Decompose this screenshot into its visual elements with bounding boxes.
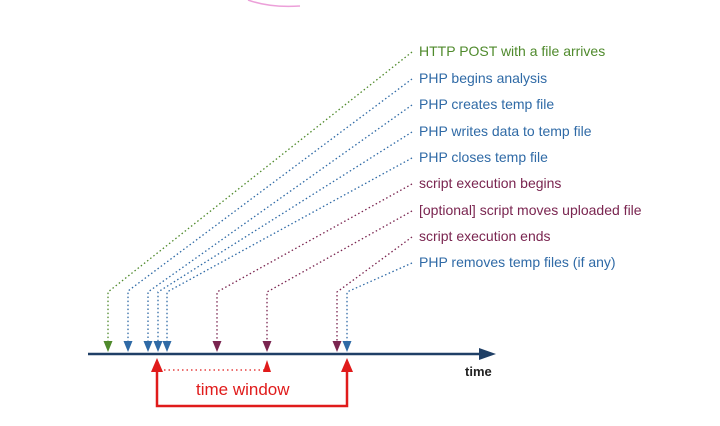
connector-lines (107, 51, 413, 341)
connector-line (147, 104, 413, 341)
time-window-dotted-segment (164, 366, 268, 371)
event-label-removes-temp: PHP removes temp files (if any) (419, 254, 616, 270)
event-label-creates-temp: PHP creates temp file (419, 96, 554, 112)
connector-line (266, 210, 413, 341)
time-axis-label: time (465, 364, 492, 379)
connector-line (346, 262, 413, 341)
event-marker-arrow (332, 341, 342, 352)
event-label-script-moves: [optional] script moves uploaded file (419, 202, 642, 218)
event-marker-arrow (153, 341, 163, 352)
time-window-end-arrow (341, 358, 353, 372)
event-label-begins-analysis: PHP begins analysis (419, 70, 547, 86)
event-label-writes-temp: PHP writes data to temp file (419, 123, 592, 139)
connector-line (336, 236, 413, 341)
connector-line (127, 78, 413, 341)
decorative-arc (247, 0, 301, 8)
event-label-script-begins: script execution begins (419, 175, 561, 191)
event-markers (103, 341, 352, 352)
time-window-label: time window (196, 380, 290, 399)
connector-line (157, 131, 413, 341)
connector-line (216, 183, 413, 341)
connector-line (166, 157, 413, 341)
time-window-bracket: time window (151, 358, 353, 408)
event-marker-arrow (262, 341, 272, 352)
event-marker-arrow (143, 341, 153, 352)
event-labels: HTTP POST with a file arrives PHP begins… (419, 43, 642, 270)
event-label-script-ends: script execution ends (419, 228, 551, 244)
connector-line (107, 51, 413, 341)
event-marker-arrow (212, 341, 222, 352)
event-label-closes-temp: PHP closes temp file (419, 149, 548, 165)
move-event-arrow (263, 360, 271, 372)
event-label-http-post: HTTP POST with a file arrives (419, 43, 605, 59)
event-marker-arrow (123, 341, 133, 352)
time-axis-arrowhead (479, 348, 496, 360)
time-window-start-arrow (151, 358, 163, 372)
event-marker-arrow (342, 341, 352, 352)
time-window-bracket-line (155, 370, 349, 408)
event-marker-arrow (103, 341, 113, 352)
event-marker-arrow (162, 341, 172, 352)
